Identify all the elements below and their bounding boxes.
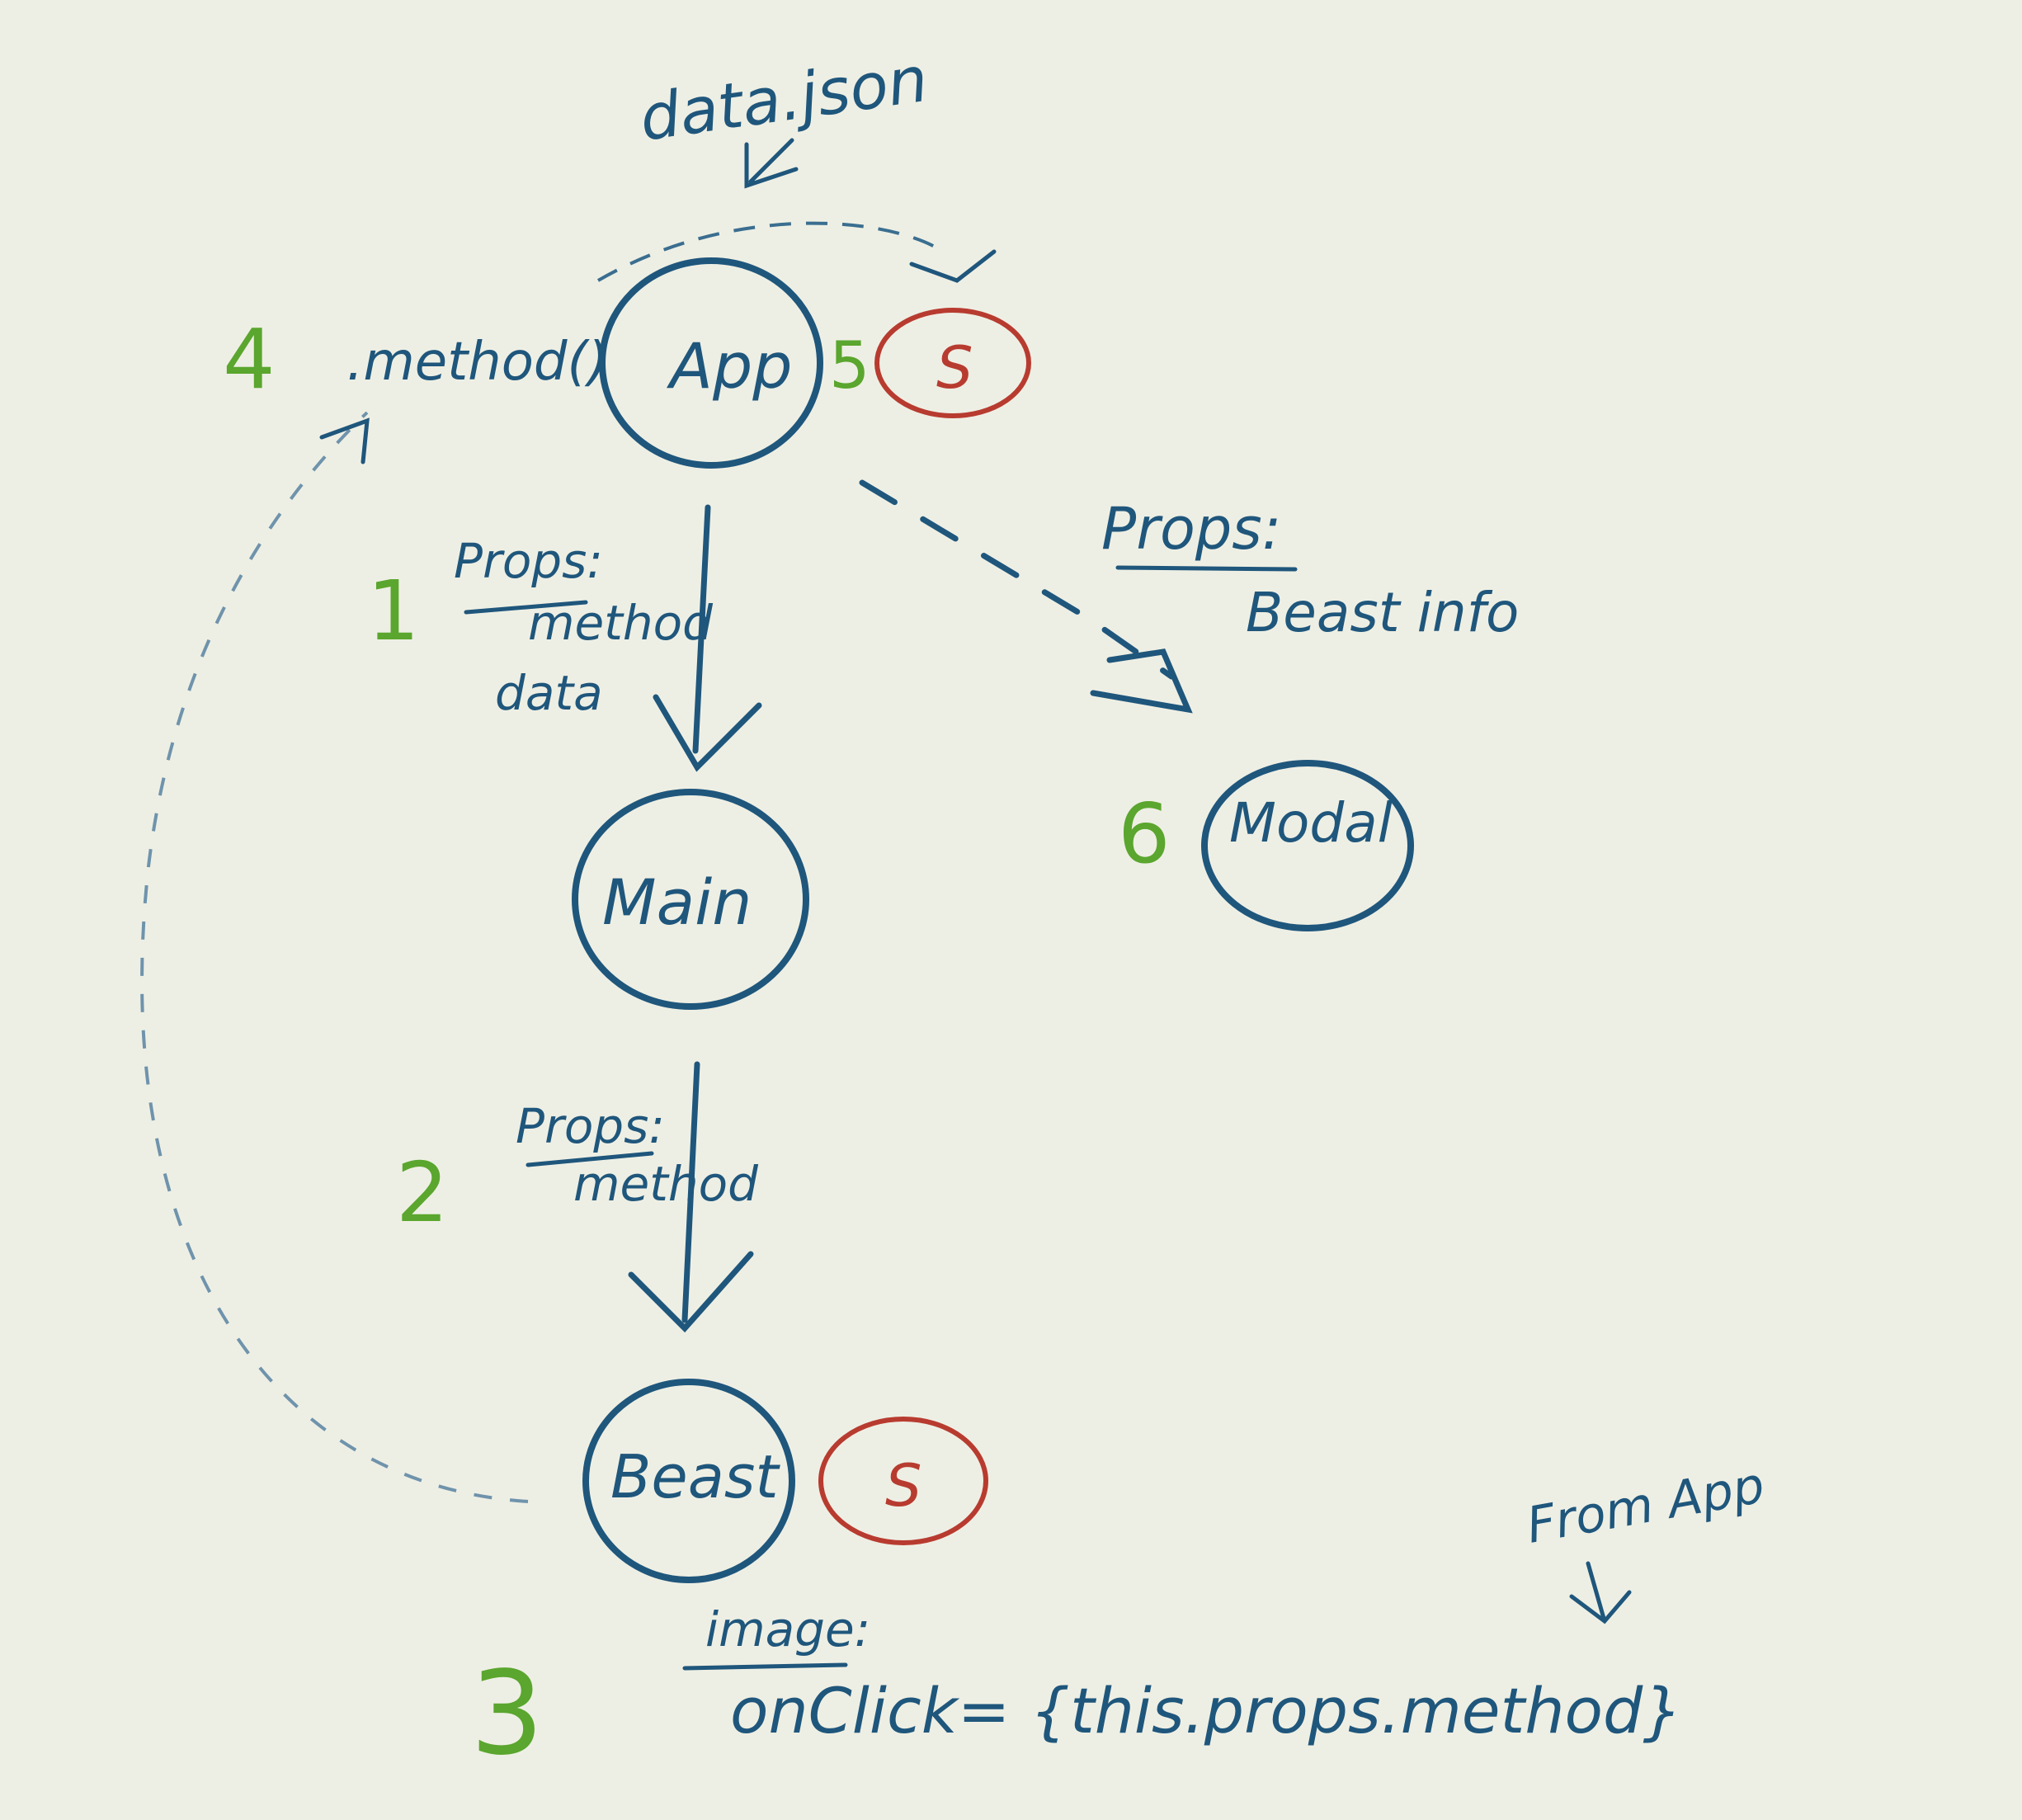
- beast-onclick-code: onClick= {this.props.method}: [730, 1674, 1683, 1747]
- from-app-arrow: [1569, 1561, 1632, 1624]
- main-node: [572, 789, 809, 1010]
- app-main-props-line1: method: [528, 595, 714, 651]
- main-beast-props-heading: Props:: [516, 1098, 665, 1154]
- step-2-number: 2: [396, 1144, 449, 1241]
- step-6-number: 6: [1118, 785, 1171, 882]
- app-main-arrow-shaft: [692, 504, 711, 754]
- step-4-number: 4: [223, 311, 276, 408]
- from-app-note: From App: [1522, 1456, 1768, 1554]
- app-modal-props-underline: [1115, 565, 1298, 572]
- beast-node-label: Beast: [610, 1442, 780, 1511]
- step-5-number: 5: [829, 329, 870, 403]
- beast-image-heading: image:: [705, 1601, 870, 1657]
- app-main-props-underline: [464, 600, 588, 615]
- app-main-props-heading: Props:: [454, 533, 603, 589]
- step-3-number: 3: [470, 1647, 544, 1781]
- data-json-arrow: [744, 138, 799, 189]
- beast-node: [582, 1379, 795, 1583]
- app-state-label: S: [936, 334, 973, 402]
- app-modal-arrow-head: [1090, 648, 1193, 714]
- modal-node: [1201, 760, 1414, 931]
- app-state-node: [874, 308, 1031, 418]
- app-main-props-line2: data: [495, 665, 603, 721]
- app-modal-props-line1: Beast info: [1246, 581, 1519, 644]
- main-beast-props-line1: method: [573, 1156, 759, 1212]
- modal-node-label: Modal: [1229, 791, 1393, 855]
- callback-arrow-head: [319, 417, 370, 464]
- data-json-label: data.json: [635, 42, 932, 155]
- beast-state-node: [818, 1417, 988, 1545]
- app-state-arrow-head: [909, 249, 997, 283]
- main-beast-arrow-head: [628, 1251, 754, 1333]
- app-node-label: App: [666, 329, 792, 403]
- app-modal-props-heading: Props:: [1101, 495, 1281, 563]
- beast-image-underline: [682, 1662, 848, 1671]
- main-beast-props-underline: [526, 1151, 654, 1167]
- app-main-arrow-head: [653, 694, 762, 772]
- app-modal-dashed-arrow: [859, 479, 1175, 680]
- beast-state-label: S: [885, 1452, 921, 1520]
- callback-method-label: .method(): [346, 332, 608, 393]
- main-beast-arrow-shaft: [681, 1061, 700, 1323]
- callback-dashed-curve: [140, 411, 529, 1503]
- step-1-number: 1: [367, 563, 420, 659]
- main-node-label: Main: [602, 865, 752, 939]
- app-node: [599, 257, 823, 469]
